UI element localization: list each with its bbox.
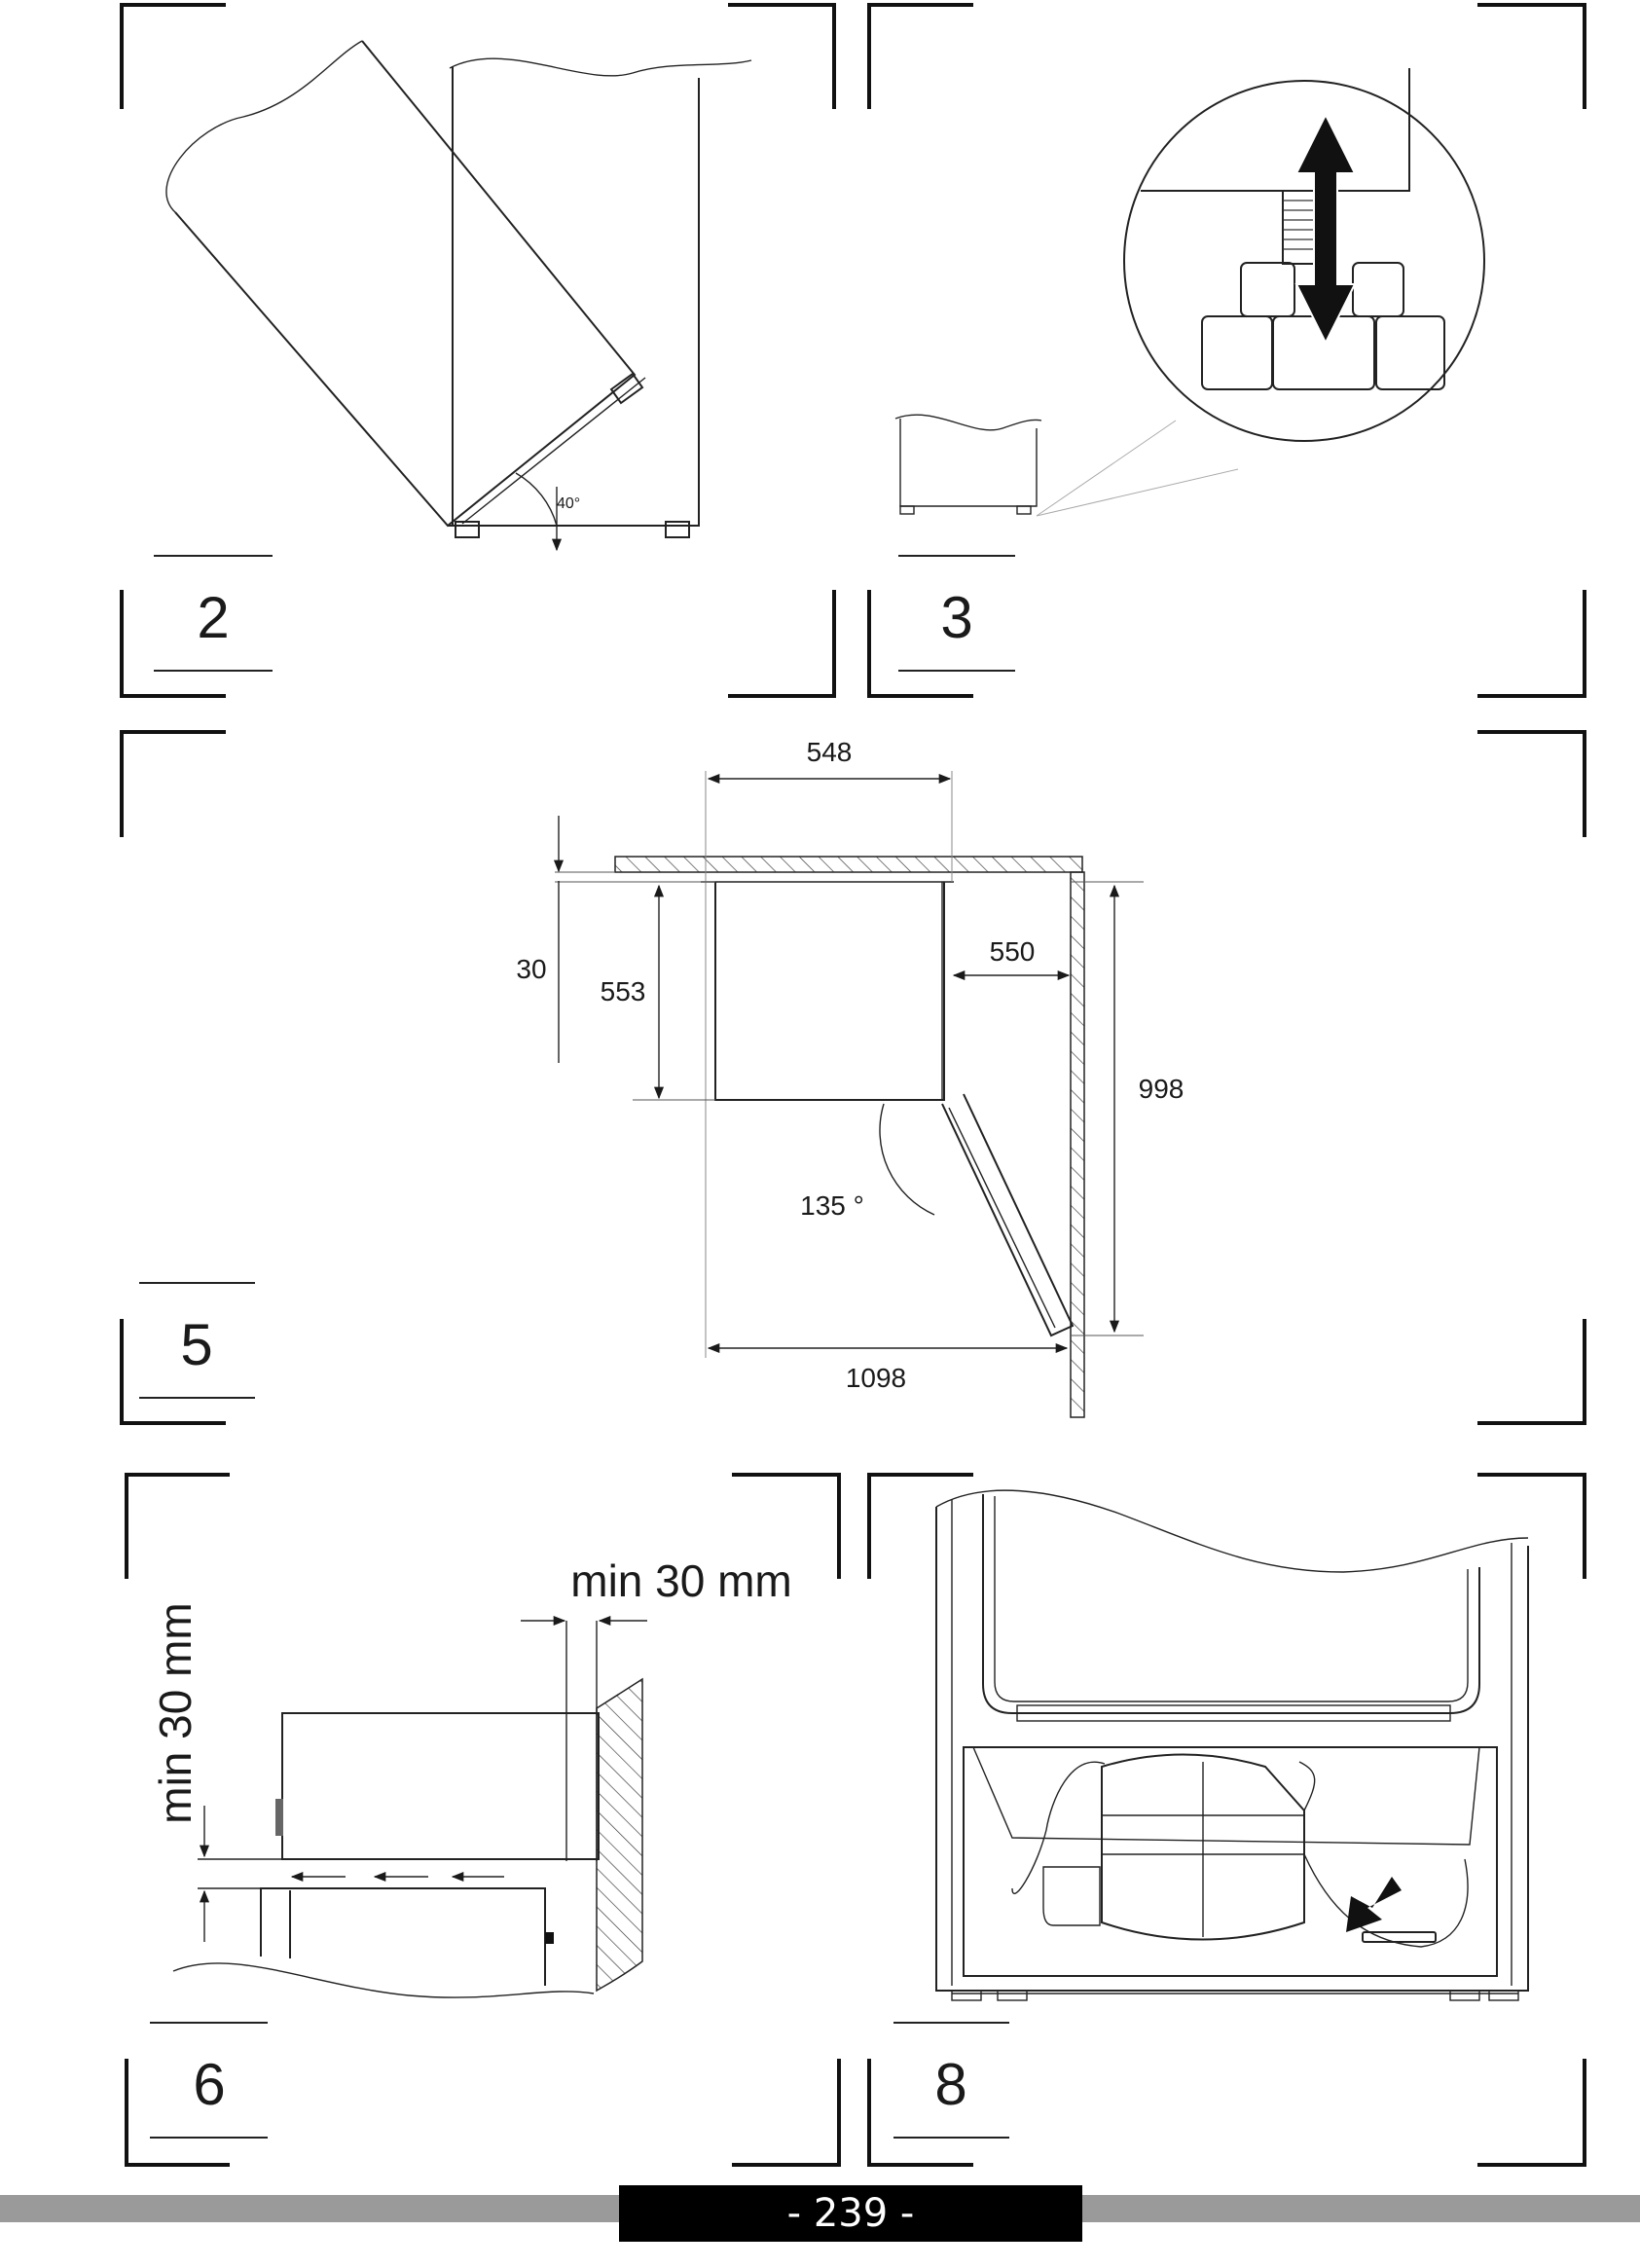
figure-2-frame (120, 3, 836, 698)
figure-5-number: 5 (180, 1312, 212, 1377)
figure-3-frame (867, 3, 1586, 698)
top-view-clearance-drawing: 548 30 553 550 998 1098 135 ° (516, 737, 1184, 1418)
page-number: - 239 - (619, 2185, 1082, 2242)
figure-2-label-box: 2 (154, 555, 273, 672)
dim-side-gap: 550 (990, 936, 1036, 967)
dim-depth: 553 (601, 976, 646, 1006)
dim-door-open-depth: 998 (1139, 1074, 1184, 1104)
figure-8-frame (867, 1473, 1586, 2167)
figure-3-label-box: 3 (898, 555, 1015, 672)
figure-8: 8 (867, 1473, 1586, 2167)
tilted-fridge-drawing: 40° (165, 40, 752, 552)
adjustable-foot-zoom (1123, 68, 1485, 442)
figure-5-label-box: 5 (139, 1282, 255, 1399)
figure-5: 5 (120, 730, 1586, 1425)
figure-3: 3 (867, 3, 1586, 698)
bottom-clearance-label: min 30 mm (150, 1602, 200, 1823)
tilt-angle-label: 40° (557, 495, 580, 512)
figure-2-number: 2 (197, 585, 229, 650)
figure-6-number: 6 (193, 2052, 225, 2117)
figure-6: 6 min 30 mm (125, 1473, 841, 2167)
figure-8-number: 8 (934, 2052, 966, 2117)
figure-8-label-box: 8 (893, 2022, 1009, 2139)
dim-total-width: 1098 (846, 1363, 906, 1393)
up-down-arrow-icon (1294, 112, 1357, 346)
figure-6-label-box: 6 (150, 2022, 268, 2139)
dim-width-top: 548 (807, 737, 853, 767)
drain-tray-arrow-icon (1346, 1877, 1402, 1932)
figure-3-number: 3 (940, 585, 972, 650)
door-angle-label: 135 ° (800, 1190, 864, 1221)
side-clearance-label: min 30 mm (570, 1555, 791, 1606)
figure-2: 2 40° (120, 3, 836, 698)
small-fridge-base (894, 414, 1239, 517)
figure-6-frame (125, 1473, 841, 2167)
side-clearance-drawing: min 30 mm min 30 mm (150, 1555, 792, 1998)
compressor-rear-drawing (935, 1489, 1529, 2001)
figure-5-frame (120, 730, 1586, 1425)
dim-gap-top: 30 (516, 954, 546, 984)
